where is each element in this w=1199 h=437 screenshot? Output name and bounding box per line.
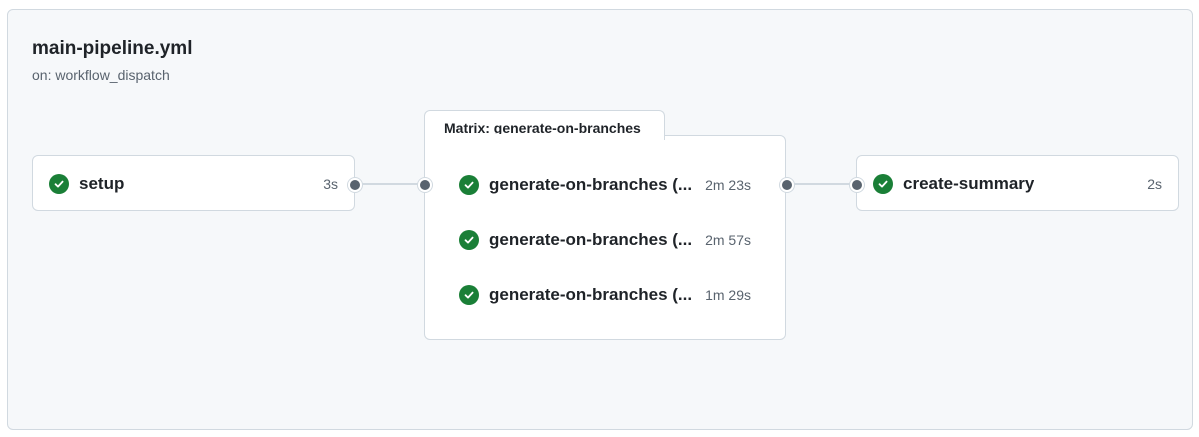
job-name: create-summary: [903, 174, 1035, 193]
workflow-trigger: on: workflow_dispatch: [32, 67, 170, 83]
job-duration: 3s: [323, 176, 338, 192]
connector-line: [354, 183, 424, 185]
connector-dot: [780, 178, 794, 192]
matrix-job-row[interactable]: generate-on-branches (... 2m 23s: [425, 165, 785, 205]
matrix-group: generate-on-branches (... 2m 23s generat…: [424, 135, 786, 340]
job-row-create-summary[interactable]: create-summary 2s: [857, 164, 1178, 204]
job-card-create-summary[interactable]: create-summary 2s: [856, 155, 1179, 211]
job-card-setup[interactable]: setup 3s: [32, 155, 355, 211]
job-name: setup: [79, 174, 125, 193]
job-name: generate-on-branches (...: [489, 285, 693, 304]
job-duration: 2m 57s: [705, 232, 751, 248]
matrix-job-row[interactable]: generate-on-branches (... 2m 57s: [425, 220, 785, 260]
check-circle-icon: [459, 230, 479, 250]
connector-line: [786, 183, 856, 185]
job-duration: 2m 23s: [705, 177, 751, 193]
connector-dot: [850, 178, 864, 192]
check-circle-icon: [873, 174, 893, 194]
job-duration: 2s: [1147, 176, 1162, 192]
job-name: generate-on-branches (...: [489, 230, 693, 249]
tab-border-cover: [425, 134, 664, 137]
check-circle-icon: [459, 285, 479, 305]
connector-dot: [348, 178, 362, 192]
workflow-title[interactable]: main-pipeline.yml: [32, 38, 193, 59]
check-circle-icon: [459, 175, 479, 195]
job-duration: 1m 29s: [705, 287, 751, 303]
check-circle-icon: [49, 174, 69, 194]
job-row-setup[interactable]: setup 3s: [33, 164, 354, 204]
job-name: generate-on-branches (...: [489, 175, 693, 194]
connector-dot: [418, 178, 432, 192]
matrix-job-row[interactable]: generate-on-branches (... 1m 29s: [425, 275, 785, 315]
